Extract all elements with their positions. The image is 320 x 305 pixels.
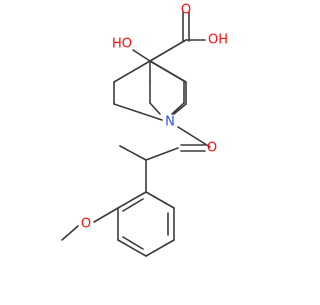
bond-ring-top-right	[149, 60, 187, 83]
molecule-canvas: OH O HO N O O	[61, 3, 228, 257]
bond-ph-1-2	[145, 191, 175, 209]
bond-ph-6-1	[117, 191, 147, 209]
bond-ph-inner-c	[122, 198, 144, 212]
bond-ring-bottom-right	[173, 103, 187, 115]
bond-c4-hydroxyl	[132, 49, 151, 62]
structure-diagram: OH O HO N O O	[61, 3, 228, 257]
carboxyl-oh-label: OH	[208, 33, 228, 48]
ether-oxygen-label: O	[81, 217, 91, 232]
bond-n-carbonyl-c	[177, 126, 211, 148]
bond-c2a-n	[171, 102, 185, 115]
bond-ring-top-left	[113, 60, 151, 83]
bond-ether-o-methyl	[61, 225, 79, 241]
bond-ph-3-4	[145, 239, 175, 257]
bond-n-c2b	[149, 102, 161, 115]
bond-c4-carboxyl-c	[149, 39, 187, 62]
bond-carbonyl-alpha	[145, 147, 179, 161]
carboxyl-o-label: O	[181, 3, 191, 18]
bond-ring-bottom-left	[113, 103, 163, 121]
bond-ph-inner-b	[122, 236, 144, 250]
ring-nitrogen-label: N	[165, 115, 175, 130]
amide-oxygen-label: O	[207, 141, 217, 156]
ring-hydroxyl-label: HO	[112, 37, 132, 52]
bond-alpha-methyl	[119, 145, 147, 161]
bond-ph-4-5	[117, 239, 147, 257]
bond-ph-ether-o	[93, 207, 119, 223]
